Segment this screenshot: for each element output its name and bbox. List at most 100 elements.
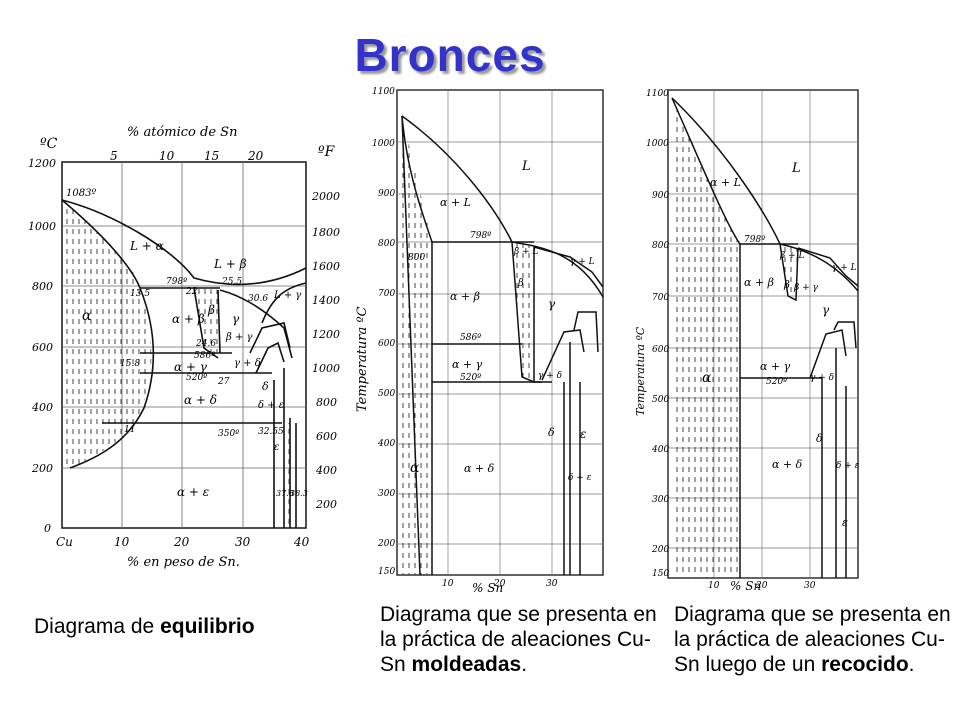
svg-text:798º: 798º (166, 277, 188, 287)
svg-text:β + γ: β + γ (793, 283, 818, 293)
svg-text:1200: 1200 (28, 157, 56, 170)
svg-text:α + γ: α + γ (452, 358, 483, 371)
svg-text:200: 200 (315, 498, 337, 511)
svg-text:ε: ε (274, 442, 279, 453)
region-labels: L α + L 798º β + L γ + L α + β β γ 586º … (408, 159, 595, 483)
svg-text:800: 800 (32, 280, 53, 293)
top-tick: 15 (204, 149, 219, 163)
svg-text:22: 22 (185, 287, 198, 297)
caption-annealed-suffix: . (908, 653, 915, 676)
alpha-region (402, 116, 432, 575)
svg-text:δ: δ (816, 432, 823, 445)
svg-text:400: 400 (315, 464, 337, 477)
caption-cast: Diagrama que se presenta en la práctica … (380, 602, 666, 677)
svg-text:γ: γ (548, 297, 556, 311)
svg-text:600: 600 (378, 339, 395, 349)
svg-text:1200: 1200 (312, 328, 340, 341)
svg-text:300: 300 (378, 489, 395, 499)
svg-text:800: 800 (378, 239, 395, 249)
svg-text:α + δ: α + δ (464, 462, 495, 475)
svg-text:α + L: α + L (710, 176, 741, 189)
alpha-region (672, 98, 740, 578)
svg-text:γ: γ (822, 303, 830, 317)
svg-text:150: 150 (652, 569, 669, 579)
x-axis-ticks: 10 20 30 (442, 579, 558, 589)
svg-text:600: 600 (316, 430, 337, 443)
svg-text:1083º: 1083º (66, 188, 96, 199)
svg-text:38.3: 38.3 (290, 489, 308, 498)
svg-text:α + ε: α + ε (177, 485, 209, 499)
svg-text:2000: 2000 (311, 190, 340, 203)
svg-text:900: 900 (378, 189, 395, 199)
caption-cast-suffix: . (521, 653, 528, 676)
svg-text:α + β: α + β (744, 276, 774, 289)
phase-boundaries (401, 115, 604, 576)
svg-text:γ + δ: γ + δ (234, 358, 261, 369)
svg-text:300: 300 (652, 495, 669, 505)
bottom-tick: 10 (114, 535, 130, 549)
svg-text:δ: δ (548, 426, 555, 439)
svg-text:γ + δ: γ + δ (810, 373, 834, 383)
svg-text:32.55: 32.55 (258, 427, 284, 437)
svg-text:α: α (410, 460, 420, 476)
bottom-origin: Cu (56, 535, 73, 549)
svg-text:1400: 1400 (312, 294, 340, 307)
left-axis-ticks: 1200 1000 800 600 400 200 0 (28, 157, 56, 535)
svg-text:α + L: α + L (440, 196, 471, 209)
top-tick: 10 (159, 149, 175, 163)
phase-boundaries (671, 97, 859, 578)
svg-text:520º: 520º (186, 373, 208, 383)
region-labels: L α + L 798º β + L γ + L α + β β β + γ γ… (702, 161, 860, 529)
svg-text:L + β: L + β (213, 257, 247, 271)
slide-title: Bronces (354, 29, 546, 81)
svg-text:200: 200 (377, 539, 395, 549)
svg-text:800: 800 (316, 396, 337, 409)
svg-text:1800: 1800 (312, 226, 340, 239)
svg-text:δ + ε: δ + ε (568, 473, 592, 483)
y-axis-ticks: 1100 1000 900 800 700 600 500 400 300 20… (646, 89, 669, 579)
svg-text:200: 200 (651, 545, 669, 555)
svg-text:800: 800 (652, 241, 669, 251)
svg-text:800: 800 (408, 253, 425, 263)
svg-text:β + L: β + L (779, 251, 804, 261)
caption-annealed: Diagrama que se presenta en la práctica … (674, 602, 958, 677)
beta-region (512, 242, 534, 382)
svg-text:α + δ: α + δ (184, 393, 217, 407)
svg-text:30.6: 30.6 (248, 294, 268, 304)
svg-text:1600: 1600 (312, 260, 340, 273)
svg-text:L + γ: L + γ (273, 290, 301, 301)
svg-text:20: 20 (493, 579, 506, 589)
svg-text:α: α (82, 308, 92, 324)
cast-phase-diagram: 1100 1000 900 800 700 600 500 400 300 20… (355, 87, 604, 592)
svg-text:0: 0 (44, 522, 51, 535)
svg-text:δ + ε: δ + ε (258, 400, 284, 411)
caption-annealed-text: Diagrama que se presenta en la práctica … (674, 603, 951, 676)
beta-region (780, 244, 798, 300)
svg-text:10: 10 (442, 579, 454, 589)
svg-text:α + β: α + β (450, 290, 480, 303)
svg-text:586º: 586º (194, 351, 216, 361)
svg-text:20: 20 (755, 581, 768, 591)
svg-text:1000: 1000 (646, 139, 669, 149)
svg-text:30: 30 (804, 581, 816, 591)
svg-text:15.8: 15.8 (120, 359, 140, 369)
svg-text:900: 900 (652, 191, 669, 201)
svg-text:γ + L: γ + L (832, 263, 857, 273)
svg-text:β + L: β + L (513, 247, 538, 257)
bottom-tick: 20 (173, 535, 190, 549)
svg-text:α + δ: α + δ (772, 458, 803, 471)
celsius-unit: ºC (40, 136, 58, 152)
x-axis-label: % Sn (730, 579, 761, 591)
svg-text:600: 600 (652, 345, 669, 355)
svg-text:798º: 798º (744, 235, 766, 245)
svg-text:β: β (517, 278, 524, 289)
svg-text:400: 400 (31, 401, 53, 414)
top-tick: 20 (247, 149, 264, 163)
svg-text:11: 11 (124, 425, 135, 435)
caption-cast-text: Diagrama que se presenta en la práctica … (380, 603, 657, 676)
svg-text:150: 150 (378, 567, 395, 577)
svg-text:γ: γ (232, 312, 240, 326)
equilibrium-phase-diagram: % atómico de Sn 5 10 15 20 ºC ºF 1200 10… (28, 125, 340, 570)
svg-text:700: 700 (378, 289, 395, 299)
plot-frame (667, 89, 859, 579)
